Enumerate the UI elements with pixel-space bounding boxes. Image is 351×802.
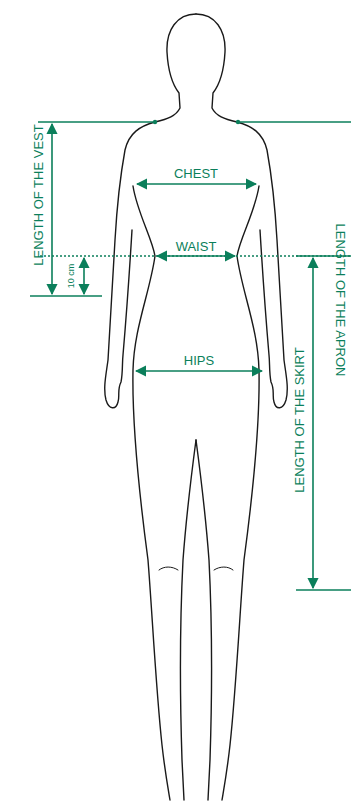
hips-label: HIPS xyxy=(182,353,216,368)
offset-dimension: 10 cm xyxy=(66,262,77,291)
chest-label: CHEST xyxy=(172,166,220,181)
vest-length-label: LENGTH OF THE VEST xyxy=(31,122,46,267)
waist-label: WAIST xyxy=(174,239,219,254)
skirt-length-label: LENGTH OF THE SKIRT xyxy=(292,345,307,494)
apron-length-label: LENGTH OF THE APRON xyxy=(333,222,348,379)
